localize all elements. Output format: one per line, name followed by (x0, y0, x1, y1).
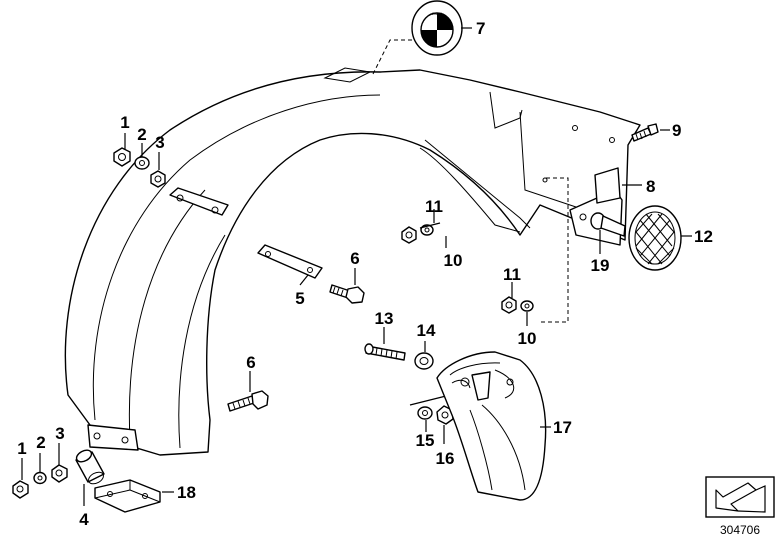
bolt-6-lower (227, 390, 269, 412)
label-6-lower: 6 (246, 353, 255, 372)
spacer-19 (590, 212, 626, 237)
label-15: 15 (416, 431, 435, 450)
rear-fender (64, 67, 641, 456)
label-1-lower: 1 (17, 439, 26, 458)
leader-lines (21, 27, 692, 506)
label-4: 4 (79, 510, 89, 529)
label-2-lower: 2 (36, 433, 45, 452)
label-14: 14 (417, 321, 436, 340)
label-11-lower: 11 (503, 265, 521, 284)
bolt-6-upper (329, 284, 365, 304)
hardware-group-upper (113, 147, 166, 188)
label-17: 17 (553, 418, 572, 437)
label-12: 12 (694, 227, 713, 246)
label-8: 8 (646, 177, 655, 196)
spacer-14 (414, 352, 434, 370)
label-10-lower: 10 (518, 329, 537, 348)
screw-13 (364, 343, 406, 361)
label-10-upper: 10 (444, 251, 463, 270)
hardware-15-16 (417, 405, 454, 425)
label-5: 5 (295, 289, 304, 308)
label-19: 19 (591, 256, 610, 275)
label-7: 7 (476, 19, 485, 38)
diagram-code: 304706 (720, 523, 760, 537)
reflector (628, 205, 682, 271)
label-16: 16 (436, 449, 455, 468)
label-13: 13 (375, 309, 394, 328)
label-1-upper: 1 (120, 113, 129, 132)
label-3-upper: 3 (155, 133, 164, 152)
label-11-upper: 11 (425, 197, 443, 216)
label-18: 18 (177, 483, 196, 502)
bracket-18 (94, 479, 161, 513)
label-2-upper: 2 (137, 125, 146, 144)
screw-9 (631, 123, 659, 142)
svg-text:BMW: BMW (432, 11, 442, 16)
clamp-5 (257, 244, 323, 279)
label-6-upper: 6 (350, 249, 359, 268)
mud-flap (436, 351, 547, 501)
hardware-group-lower (12, 449, 105, 499)
hardware-10-11-lower (501, 296, 534, 314)
hardware-10-11-upper (401, 224, 434, 244)
callout-labels: 1 2 3 1 2 3 4 5 6 6 7 8 9 10 10 11 11 12… (17, 19, 713, 529)
arrow-corner-icon (705, 476, 775, 518)
label-9: 9 (672, 121, 681, 140)
label-3-lower: 3 (55, 424, 64, 443)
bmw-roundel-icon: BMW (411, 0, 463, 56)
